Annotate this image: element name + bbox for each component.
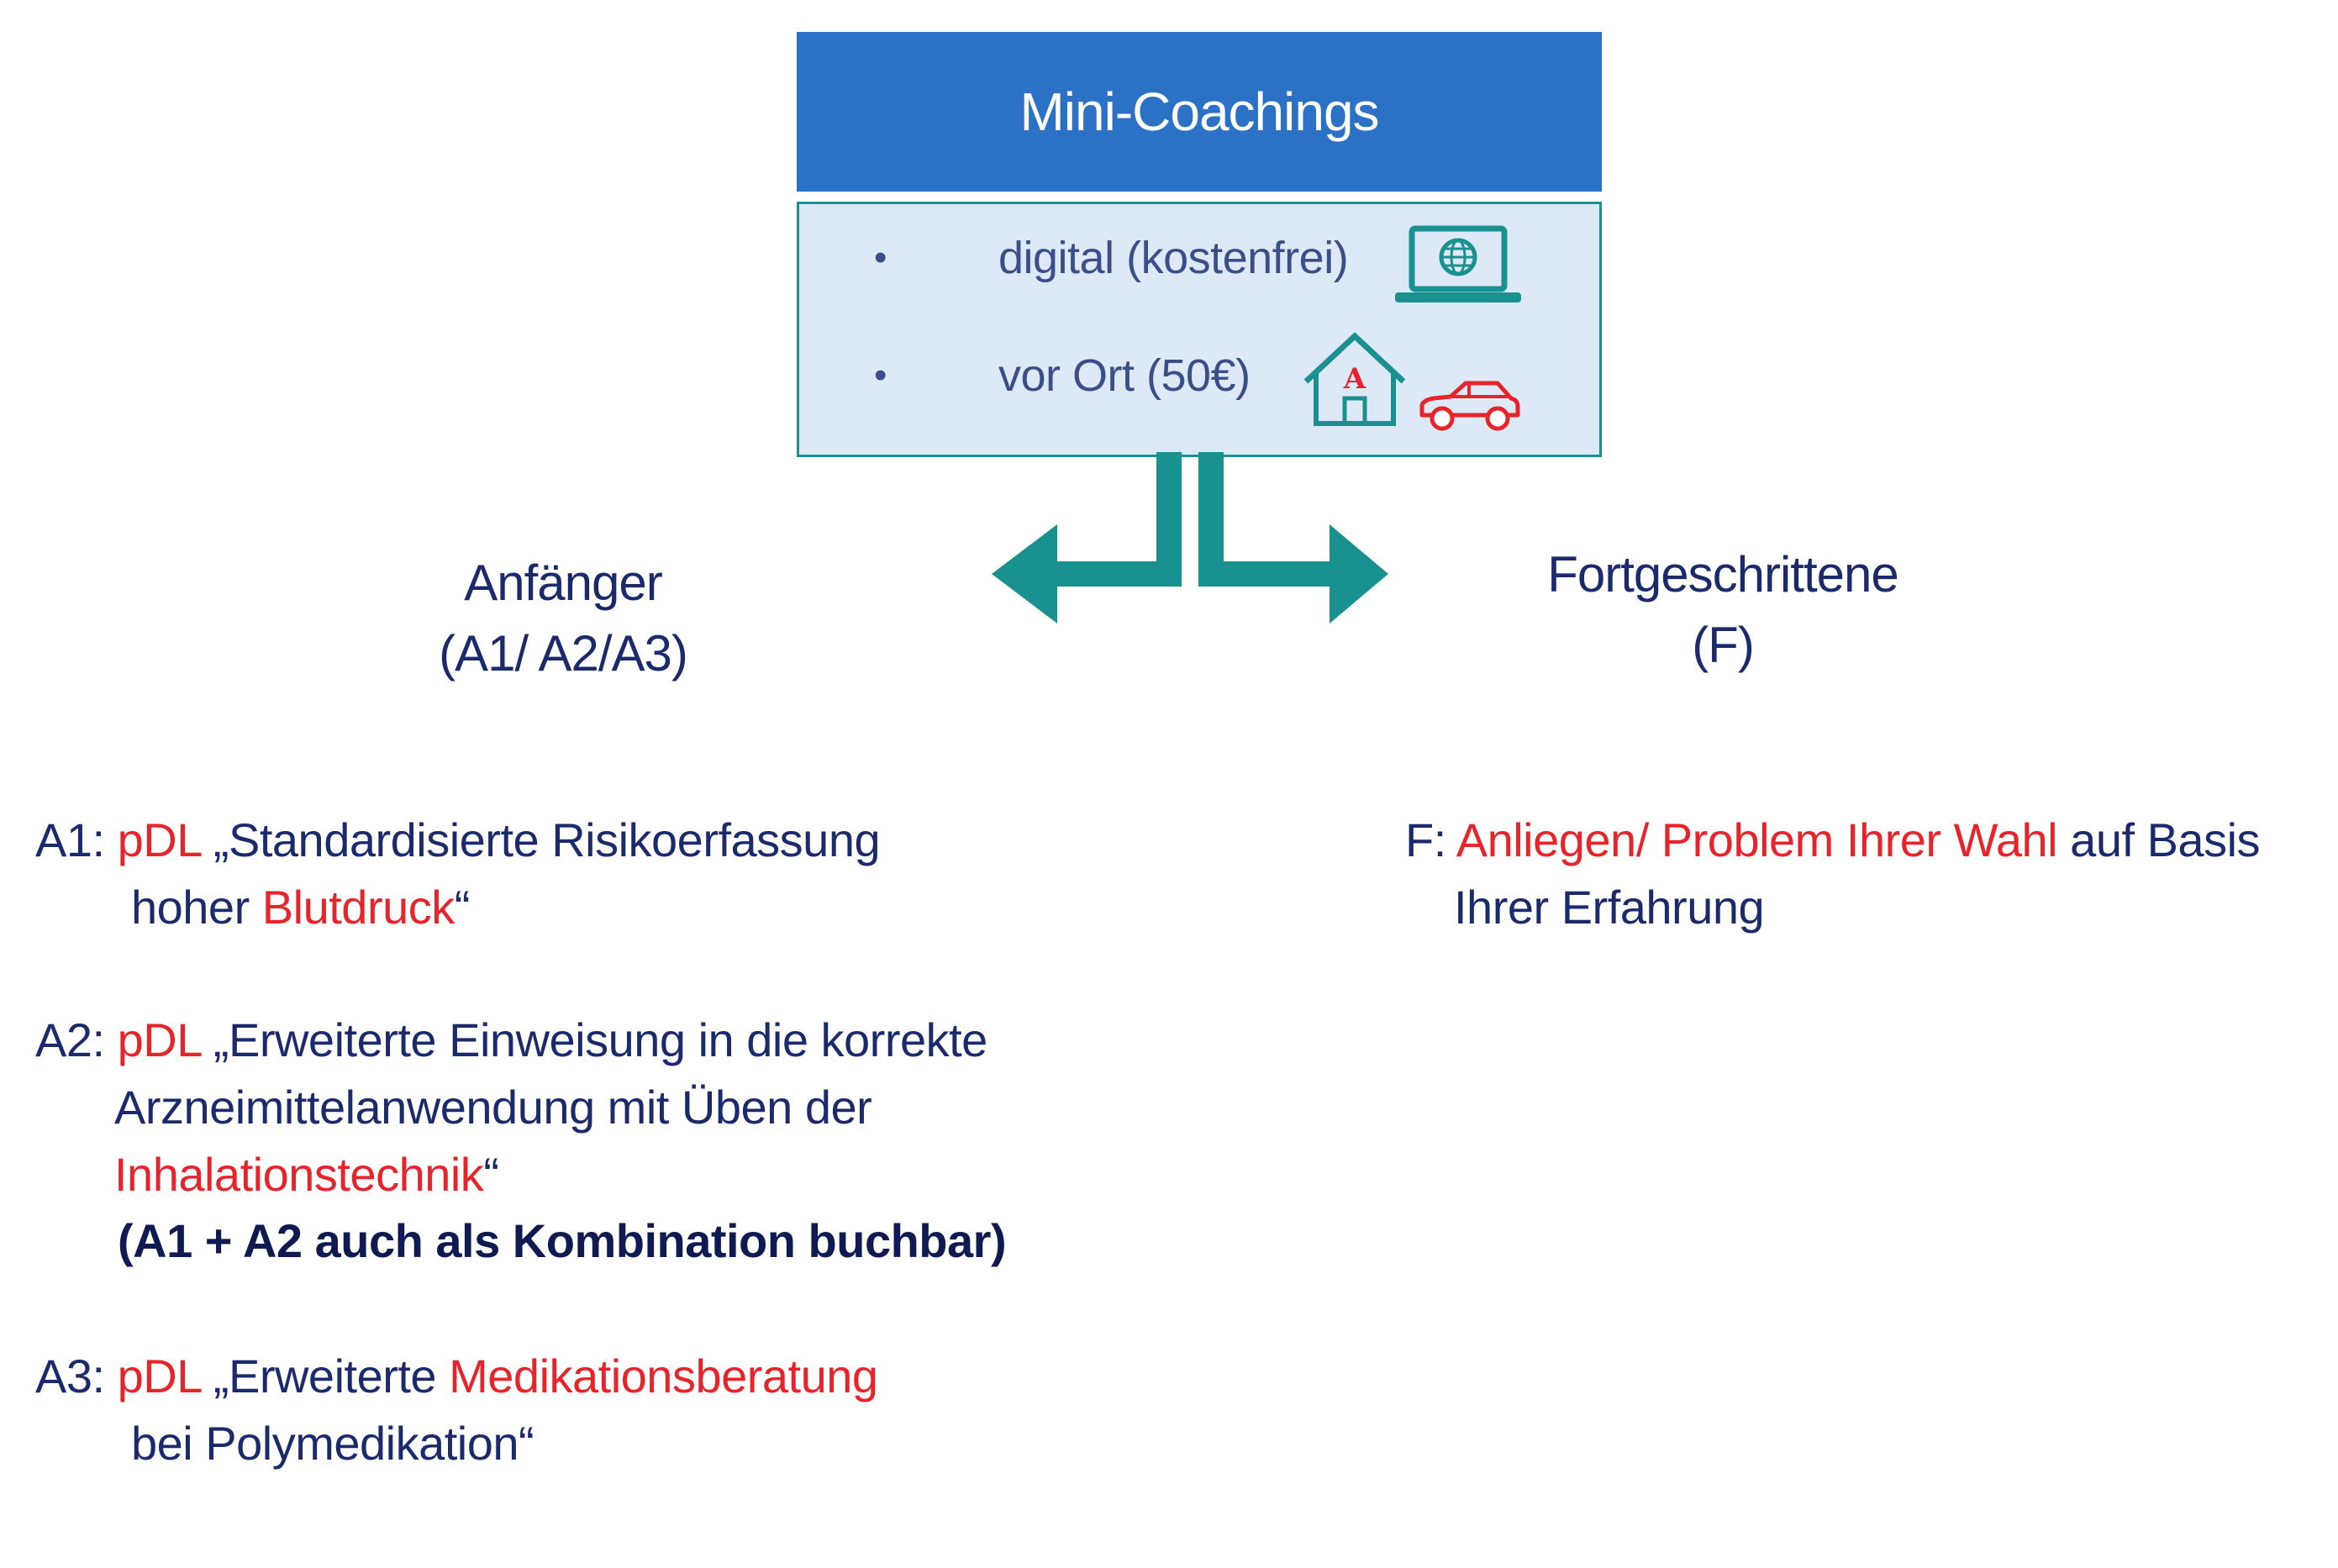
option-vor-ort-label: vor Ort (50€) (998, 350, 1251, 401)
f-prefix: F: (1405, 813, 1446, 866)
option-bullet-vor-ort: • (874, 355, 887, 396)
a2-pdl: pDL (117, 1013, 202, 1066)
a2-prefix: A2: (35, 1013, 105, 1066)
a2-title: „Erweiterte Einweisung in die korrekte (200, 1013, 987, 1066)
a3-pdl: pDL (117, 1350, 202, 1402)
a1-blutdruck: Blutdruck (261, 881, 455, 934)
branch-right-label: Fortgeschrittene (F) (1521, 539, 1925, 681)
a3-title-plain: „Erweiterte (200, 1350, 450, 1402)
a3-medikationsberatung: Medikationsberatung (449, 1350, 878, 1402)
branch-left-label: Anfänger (A1/ A2/A3) (395, 548, 731, 689)
a2-inhalationstechnik: Inhalationstechnik (114, 1148, 484, 1201)
diagram-header: Mini-Coachings (797, 32, 1602, 192)
a1-prefix: A1: (35, 813, 105, 866)
car-icon (1419, 381, 1520, 431)
branch-right-line1: Fortgeschrittene (1547, 546, 1899, 602)
a2-line3: Inhalationstechnik“ (114, 1141, 499, 1208)
f-line2: Ihrer Erfahrung (1454, 881, 1765, 934)
a1-line2-plain: hoher (131, 881, 262, 934)
left-arrow-shaft (1057, 561, 1182, 587)
right-arrow-head (1330, 524, 1388, 624)
a2-combination-note: (A1 + A2 auch als Kombination buchbar) (118, 1214, 1007, 1267)
laptop-globe-icon (1395, 225, 1521, 303)
option-digital-label: digital (kostenfrei) (998, 233, 1349, 283)
a1-line1: A1: pDL „Standardisierte Risikoerfassung (35, 807, 881, 874)
right-arrow-shaft (1198, 561, 1330, 587)
a1-line2: hoher Blutdruck“ (131, 874, 470, 941)
a2-line2: Arzneimittelanwendung mit Üben der (114, 1081, 872, 1134)
branch-left-line2: (A1/ A2/A3) (439, 625, 688, 681)
a1-title: „Standardisierte Risikoerfassung (200, 813, 881, 866)
f-line1: F: Anliegen/ Problem Ihrer Wahl auf Basi… (1405, 807, 2261, 874)
header-title: Mini-Coachings (1019, 82, 1379, 142)
left-arrow-stem (1156, 452, 1182, 578)
a3-line2: bei Polymedikation“ (131, 1417, 534, 1470)
split-arrows (992, 452, 1388, 624)
a2-line1: A2: pDL „Erweiterte Einweisung in die ko… (35, 1007, 987, 1074)
a1-quote-close: “ (454, 881, 471, 934)
a3-line1: A3: pDL „Erweiterte Medikationsberatung (35, 1343, 878, 1410)
a3-prefix: A3: (35, 1350, 105, 1402)
branch-left-line1: Anfänger (464, 555, 663, 611)
svg-text:A: A (1343, 362, 1366, 396)
branch-right-line2: (F) (1692, 617, 1755, 673)
a1-pdl: pDL (117, 813, 202, 866)
f-anliegen: Anliegen/ Problem Ihrer Wahl (1456, 813, 2058, 866)
pharmacy-house-icon: A (1303, 332, 1406, 426)
left-arrow-head (992, 524, 1057, 624)
right-arrow-stem (1198, 452, 1224, 578)
f-line1-plain: auf Basis (2057, 813, 2261, 866)
a2-quote-close: “ (483, 1148, 499, 1201)
option-bullet-digital: • (874, 237, 887, 278)
